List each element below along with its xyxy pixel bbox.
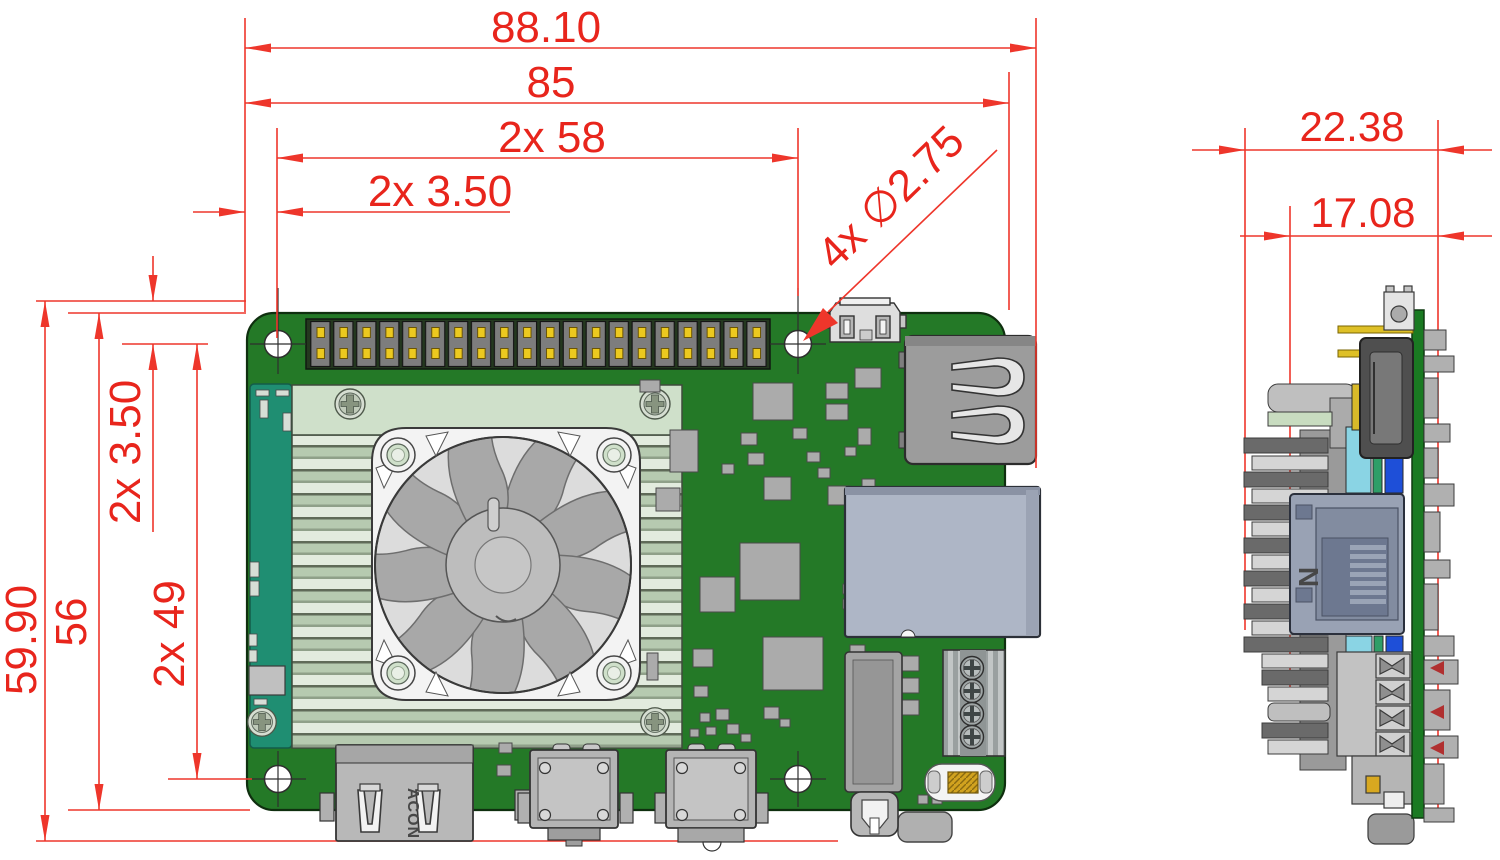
dim-side-component-depth: 17.08: [1240, 189, 1492, 241]
side-rj45-marking: N: [1293, 567, 1324, 587]
side-micro-usb-port: [1383, 285, 1415, 331]
expansion-module: [843, 485, 1042, 639]
dim-hole-spacing-horizontal-label: 2x 58: [498, 113, 606, 162]
heatsink-screw-top-left: [334, 388, 366, 420]
teal-region: [247, 383, 293, 749]
dim-hole-edge-offset-horizontal: 2x 3.50: [193, 167, 512, 217]
dim-pcb-width: 85: [245, 58, 1009, 108]
side-bottom-side-components: [1423, 329, 1459, 823]
usb-stack-connector: ACON: [319, 744, 532, 842]
dim-hole-spacing-horizontal: 2x 58: [277, 113, 798, 163]
micro-usb-port: [823, 297, 907, 343]
hole-crosshairs: [250, 288, 826, 807]
terminal-block: [942, 649, 1006, 757]
dim-side-overall-depth: 22.38: [1192, 103, 1492, 155]
dim-hole-diameter: 4x ∅2.75: [803, 116, 998, 341]
fan: [371, 427, 641, 701]
dim-overall-width: 88.10: [245, 3, 1036, 53]
audio-jack: [844, 651, 953, 843]
dim-overall-height-label: 59.90: [0, 585, 46, 695]
heatsink-screw-top-right: [639, 388, 671, 420]
dim-pcb-height: 56: [47, 313, 104, 810]
dim-hole-edge-offset-vertical-label: 2x 3.50: [101, 380, 150, 524]
side-view-board: N: [1243, 285, 1459, 845]
side-ethernet-jack: N: [1289, 493, 1405, 635]
usb-fork-icon: [951, 357, 1025, 397]
dim-side-component-depth-label: 17.08: [1310, 189, 1415, 236]
heatsink-screw-bottom-right: [640, 707, 670, 737]
dim-side-overall-depth-label: 22.38: [1299, 103, 1404, 150]
dim-overall-width-label: 88.10: [491, 3, 601, 52]
bottom-connector-right: [654, 743, 769, 852]
dim-pcb-height-label: 56: [47, 598, 96, 647]
bottom-connector-left: [517, 743, 634, 847]
usb-connector-brand-label: ACON: [404, 788, 421, 839]
usb-fork-icon: [951, 405, 1025, 445]
usb-a-port: [898, 334, 1038, 466]
dim-overall-height: 59.90: [0, 301, 50, 841]
smd-pads: [496, 367, 943, 805]
top-view-board: ACON: [245, 288, 1042, 852]
heatsink-screw-bottom-left: [247, 707, 277, 737]
gpio-header: [305, 318, 771, 370]
dim-hole-spacing-vertical-label: 2x 49: [145, 580, 194, 688]
dim-hole-spacing-vertical: 2x 49: [145, 344, 202, 779]
dim-hole-diameter-label: 4x ∅2.75: [808, 116, 973, 278]
side-terminal-block: [1336, 651, 1413, 757]
board-connector-smd: [924, 763, 996, 802]
side-usb-a-port: [1359, 337, 1414, 459]
dim-pcb-width-label: 85: [527, 58, 576, 107]
dim-hole-edge-offset-horizontal-label: 2x 3.50: [368, 167, 512, 216]
dim-hole-edge-offset-vertical: 2x 3.50: [101, 256, 158, 532]
side-bottom-connectors: [1351, 755, 1415, 845]
